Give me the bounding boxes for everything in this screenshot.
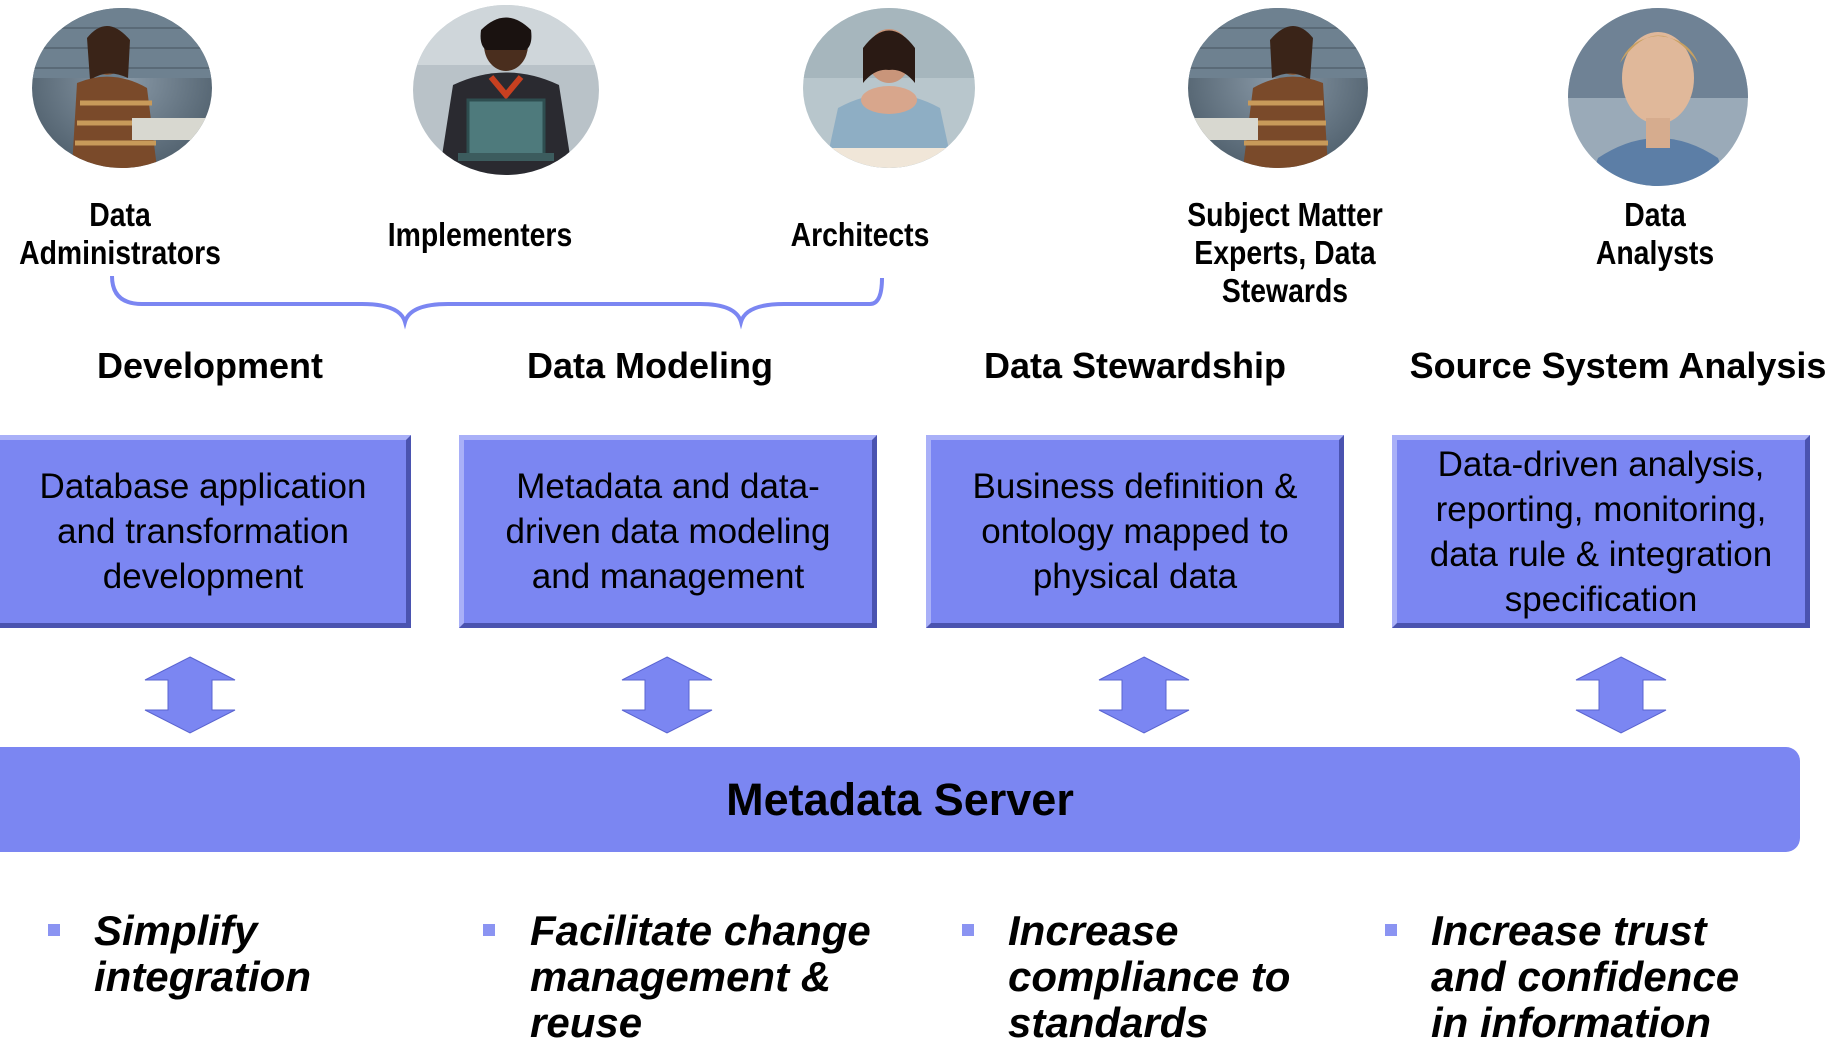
double-arrow-icon [144,656,236,734]
source-system-analysis-box: Data-driven analysis, reporting, monitor… [1392,435,1810,628]
role-label-data-analysts: Data Analysts [1595,196,1715,271]
bullet-icon [48,924,60,936]
woman-hands-clasped-icon [803,8,975,168]
double-arrow-icon [1575,656,1667,734]
benefit-increase-trust: Increase trust and confidence in informa… [1431,907,1740,1046]
bullet-icon [962,924,974,936]
section-heading-source-system-analysis: Source System Analysis [1409,345,1827,386]
double-arrow-icon [1098,656,1190,734]
metadata-server-label: Metadata Server [726,773,1074,825]
data-modeling-box: Metadata and data- driven data modeling … [459,435,877,628]
woman-at-keyboard-icon [32,8,212,168]
data-stewardship-description: Business definition & ontology mapped to… [972,467,1298,596]
man-with-laptop-icon [413,5,599,175]
data-analysts-avatar [1568,8,1748,186]
grouping-brace [110,275,884,330]
woman-at-keyboard-icon [1188,8,1368,168]
section-heading-data-modeling: Data Modeling [526,345,773,386]
metadata-server-bar: Metadata Server [0,747,1800,852]
data-stewardship-box: Business definition & ontology mapped to… [926,435,1344,628]
source-system-analysis-description: Data-driven analysis, reporting, monitor… [1429,444,1773,619]
double-arrow-icon [621,656,713,734]
implementers-avatar [413,5,599,175]
development-box: Database application and transformation … [0,435,411,628]
bullet-icon [1385,924,1397,936]
role-label-implementers: Implementers [387,216,573,253]
role-label-architects: Architects [790,216,930,253]
benefit-simplify-integration: Simplify integration [94,907,311,1000]
data-modeling-description: Metadata and data- driven data modeling … [505,467,831,596]
development-description: Database application and transformation … [39,467,367,596]
benefit-increase-compliance: Increase compliance to standards [1008,907,1291,1046]
role-label-data-administrators: Data Administrators [19,196,221,271]
subject-matter-experts-avatar [1188,8,1368,168]
data-administrators-avatar [32,8,212,168]
bullet-icon [483,924,495,936]
section-heading-data-stewardship: Data Stewardship [983,345,1287,386]
architects-avatar [803,8,975,168]
role-label-subject-matter-experts: Subject Matter Experts, Data Stewards [1187,196,1383,309]
man-portrait-icon [1568,8,1748,186]
benefit-facilitate-change: Facilitate change management & reuse [530,907,871,1046]
section-heading-development: Development [96,345,324,386]
